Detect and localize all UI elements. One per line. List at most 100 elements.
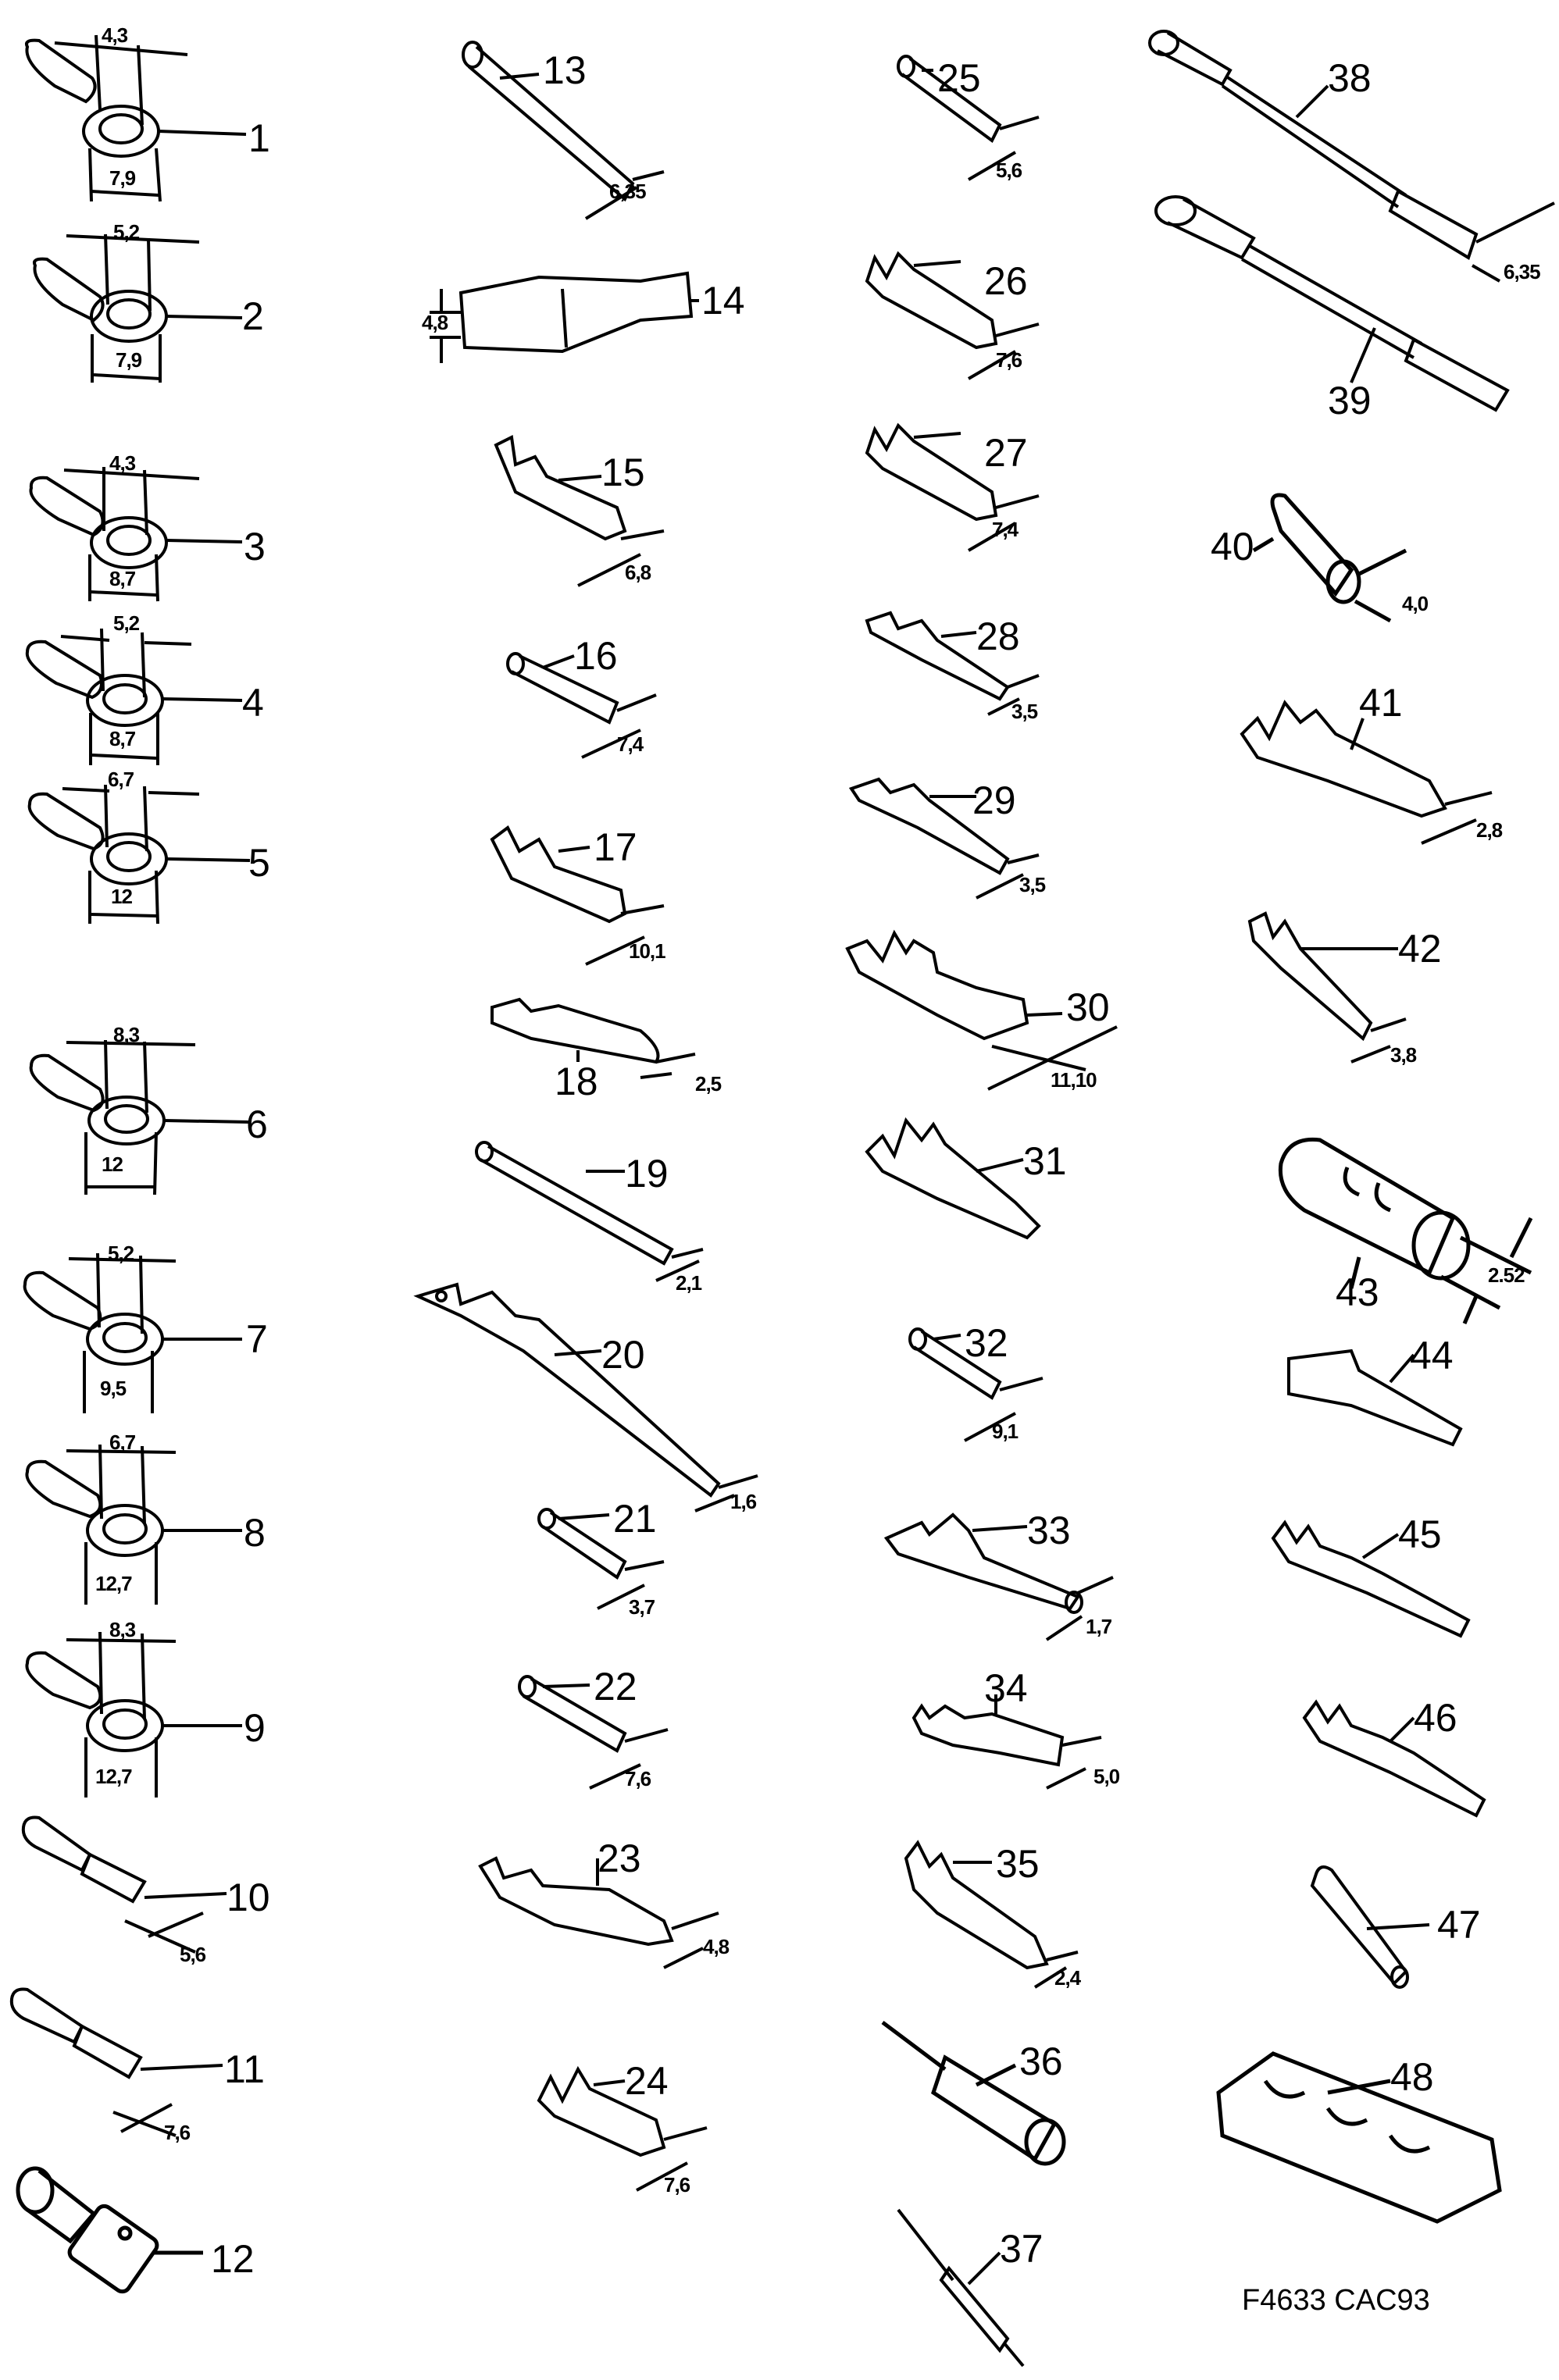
part-9: 8,3 12,7 9 bbox=[8, 1616, 320, 1804]
receptacle-icon bbox=[430, 271, 699, 363]
dimension-label: 3,7 bbox=[629, 1595, 655, 1619]
dimension-label: 12 bbox=[102, 1153, 123, 1176]
ring-terminal-icon bbox=[27, 784, 251, 925]
part-21: 3,7 21 bbox=[531, 1488, 781, 1644]
part-number: 17 bbox=[594, 825, 637, 869]
dimension-label: 4,8 bbox=[422, 311, 448, 334]
part-number: 12 bbox=[211, 2237, 255, 2281]
part-32: 9,1 32 bbox=[898, 1312, 1172, 1460]
receptacle-icon bbox=[506, 652, 657, 759]
part-number: 9 bbox=[244, 1706, 266, 1750]
part-13: 6,35 13 bbox=[453, 31, 781, 234]
part-number: 39 bbox=[1328, 379, 1372, 422]
part-12: 12 bbox=[8, 2155, 320, 2311]
dimension-label: 8,7 bbox=[109, 567, 136, 590]
part-2: 5,2 7,9 2 bbox=[8, 219, 320, 422]
part-38: 6,35 38 bbox=[1140, 23, 1559, 305]
part-number: 11 bbox=[224, 2047, 265, 2091]
part-number: 22 bbox=[594, 1665, 637, 1708]
part-14: 4,8 14 bbox=[422, 258, 781, 390]
lead-with-receptacle-icon bbox=[1154, 195, 1510, 412]
part-number: 36 bbox=[1019, 2040, 1063, 2083]
dimension-label: 6,35 bbox=[1504, 260, 1541, 283]
dimension-label: 4,3 bbox=[109, 451, 136, 475]
insulated-connector-icon bbox=[16, 2166, 203, 2294]
part-number: 47 bbox=[1437, 1903, 1481, 1947]
dimension-label: 2,1 bbox=[676, 1271, 702, 1295]
part-16: 7,4 16 bbox=[500, 625, 781, 781]
dimension-label: 1,6 bbox=[730, 1490, 757, 1513]
part-number: 41 bbox=[1359, 681, 1403, 725]
receptacle-icon bbox=[1240, 700, 1493, 845]
part-number: 33 bbox=[1027, 1509, 1071, 1552]
part-15: 6,8 15 bbox=[484, 429, 781, 601]
dimension-label: 11,10 bbox=[1051, 1068, 1097, 1092]
part-17: 10,1 17 bbox=[484, 812, 781, 984]
part-number: 13 bbox=[543, 48, 587, 92]
part-number: 14 bbox=[701, 279, 745, 322]
part-number: 19 bbox=[625, 1152, 669, 1195]
part-22: 7,6 22 bbox=[508, 1663, 781, 1819]
part-46: 46 bbox=[1297, 1687, 1559, 1835]
sleeve-icon bbox=[1310, 1865, 1430, 1989]
part-number: 7 bbox=[246, 1317, 268, 1361]
dimension-label: 6,8 bbox=[625, 561, 651, 584]
part-number: 43 bbox=[1336, 1270, 1379, 1314]
part-33: 1,7 33 bbox=[883, 1499, 1172, 1655]
receptacle-icon bbox=[537, 1508, 665, 1610]
part-40: 4,0 40 bbox=[1195, 484, 1559, 640]
part-number: 30 bbox=[1066, 985, 1110, 1029]
dimension-label: 3,5 bbox=[1019, 873, 1046, 896]
receptacle-icon bbox=[865, 251, 1040, 380]
insulating-sleeve-icon bbox=[1252, 493, 1407, 623]
pin-socket-icon bbox=[848, 777, 1040, 900]
pin-socket-icon bbox=[475, 1141, 704, 1282]
tab-terminal-icon bbox=[462, 41, 665, 220]
dimension-label: 5,6 bbox=[996, 159, 1022, 182]
part-number: 1 bbox=[248, 116, 270, 160]
dimension-label: 7,4 bbox=[617, 732, 644, 756]
part-26: 7,6 26 bbox=[859, 234, 1172, 390]
tab-terminal-icon bbox=[1247, 911, 1407, 1064]
receptacle-icon bbox=[911, 1694, 1102, 1790]
part-number: 16 bbox=[574, 634, 618, 678]
part-number: 20 bbox=[601, 1333, 645, 1377]
part-7: 5,2 9,5 7 bbox=[8, 1226, 320, 1429]
dimension-label: 8,7 bbox=[109, 727, 136, 750]
receptacle-icon bbox=[845, 929, 1118, 1091]
ring-terminal-icon bbox=[25, 1631, 242, 1797]
part-number: 31 bbox=[1023, 1139, 1067, 1183]
dimension-label: 4,8 bbox=[703, 1935, 730, 1958]
receptacle-icon bbox=[865, 422, 1040, 552]
dimension-label: 2,4 bbox=[1054, 1966, 1081, 1990]
part-8: 6,7 12,7 8 bbox=[8, 1429, 320, 1609]
round-socket-icon bbox=[1278, 1137, 1533, 1324]
dimension-label: 5,2 bbox=[113, 220, 140, 244]
part-number: 21 bbox=[613, 1497, 657, 1541]
part-number: 26 bbox=[984, 259, 1028, 303]
part-23: 4,8 23 bbox=[469, 1835, 781, 2007]
bullet-socket-icon bbox=[881, 2021, 1066, 2166]
tab-terminal-icon bbox=[1302, 1699, 1486, 1818]
dimension-label: 5,2 bbox=[113, 611, 140, 635]
dimension-label: 2.52 bbox=[1488, 1263, 1525, 1287]
part-number: 6 bbox=[246, 1103, 268, 1146]
part-42: 3,8 42 bbox=[1242, 906, 1559, 1085]
dimension-label: 7,9 bbox=[116, 348, 142, 372]
dimension-label: 8,3 bbox=[109, 1618, 136, 1641]
ring-terminal-icon bbox=[23, 1252, 242, 1413]
dimension-label: 4,0 bbox=[1402, 592, 1429, 615]
dimension-label: 7,6 bbox=[625, 1767, 651, 1790]
dimension-label: 9,1 bbox=[992, 1420, 1019, 1443]
part-10: 5,6 10 bbox=[16, 1804, 328, 1965]
spade-receptacle-icon bbox=[9, 1987, 223, 2137]
part-45: 45 bbox=[1265, 1507, 1559, 1655]
dimension-label: 5,2 bbox=[108, 1242, 134, 1265]
part-number: 4 bbox=[242, 681, 264, 725]
dimension-label: 3,5 bbox=[1011, 700, 1038, 723]
part-36: 36 bbox=[875, 2007, 1172, 2179]
dimension-label: 12 bbox=[111, 885, 133, 908]
dimension-label: 1,7 bbox=[1086, 1615, 1112, 1638]
receptacle-icon bbox=[865, 1117, 1041, 1240]
